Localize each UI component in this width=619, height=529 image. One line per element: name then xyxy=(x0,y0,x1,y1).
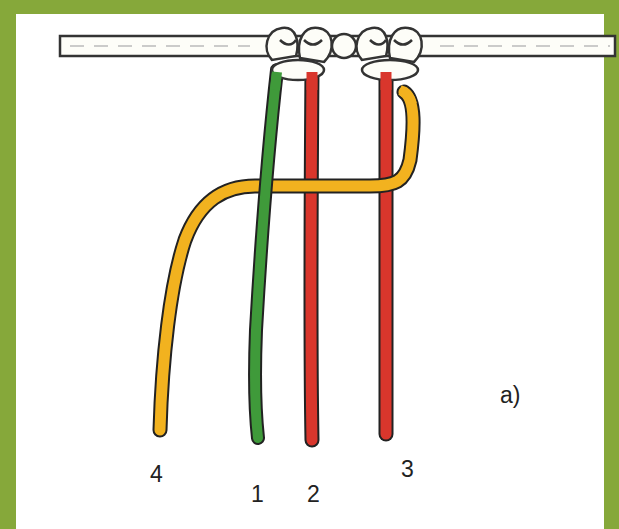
cord-number: 1 xyxy=(251,483,264,506)
red-cord xyxy=(378,70,393,434)
cord-number: 3 xyxy=(401,458,414,481)
yellow-cord xyxy=(160,92,413,430)
figure-letter: a) xyxy=(500,384,520,407)
cord-number: 2 xyxy=(307,483,320,506)
cord-number: 4 xyxy=(150,463,163,486)
center-bead xyxy=(332,34,356,58)
green-cord xyxy=(255,70,277,438)
red-cord xyxy=(311,70,312,440)
